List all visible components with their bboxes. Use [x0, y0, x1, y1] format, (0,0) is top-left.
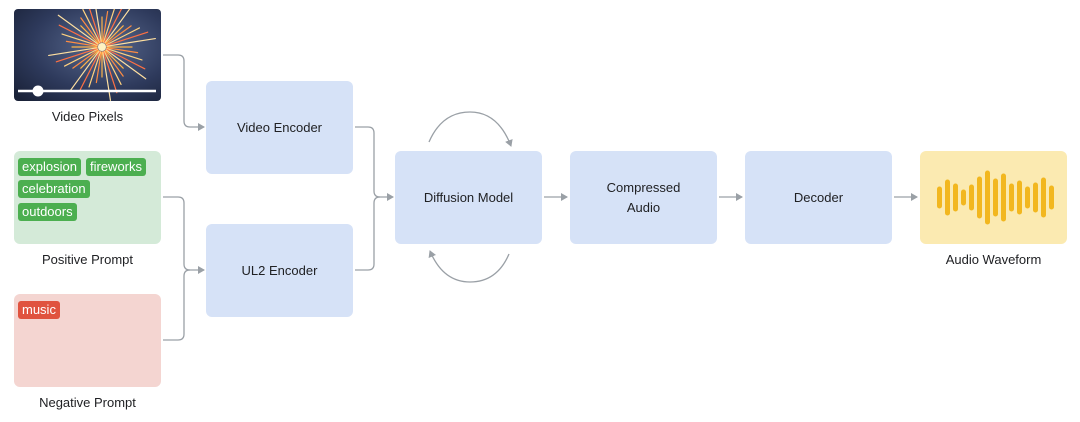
tag-outdoors: outdoors — [18, 203, 77, 221]
ul2-encoder-node: UL2 Encoder — [206, 224, 353, 317]
waveform-bar — [1049, 185, 1054, 210]
firework-ray — [106, 47, 143, 61]
firework-ray — [103, 9, 123, 44]
video-encoder-node: Video Encoder — [206, 81, 353, 174]
waveform-bar — [969, 184, 974, 211]
arrow-video-to-video-encoder — [163, 54, 205, 131]
firework-ray — [58, 24, 99, 46]
waveform-bar — [961, 189, 966, 206]
firework-ray — [48, 47, 98, 57]
firework-ray — [61, 33, 98, 47]
arrow-ul2-to-diffusion — [355, 196, 381, 271]
ul2-encoder-label: UL2 Encoder — [241, 262, 318, 278]
diffusion-model-node: Diffusion Model — [395, 151, 542, 244]
tag-fireworks: fireworks — [86, 158, 147, 176]
slider-icon — [32, 85, 44, 97]
video-thumbnail — [14, 9, 161, 101]
firework-ray — [102, 51, 118, 94]
tag-celebration: celebration — [18, 180, 90, 198]
arrow-video-encoder-to-diffusion — [355, 126, 394, 201]
fireworks-image — [14, 9, 161, 101]
video-encoder-label: Video Encoder — [236, 119, 323, 135]
waveform-bar — [1041, 177, 1046, 218]
firework-ray — [80, 49, 100, 69]
waveform-bar — [1009, 183, 1014, 212]
firework-ray — [102, 10, 109, 43]
waveform-bar — [1017, 180, 1022, 215]
waveform-bar — [1025, 186, 1030, 209]
compressed-audio-node: Compressed Audio — [570, 151, 717, 244]
firework-ray — [82, 9, 101, 44]
video-pixels-label: Video Pixels — [51, 109, 124, 124]
arrow-negative-to-ul2 — [163, 269, 191, 341]
waveform-bar — [1001, 173, 1006, 222]
firework-ray — [104, 50, 124, 77]
firework-ray — [65, 40, 98, 47]
arrow-positive-to-ul2 — [163, 196, 205, 274]
diffusion-model-label: Diffusion Model — [423, 189, 514, 205]
firework-ray — [95, 9, 102, 43]
negative-prompt-box: music — [14, 294, 161, 387]
waveform-bar — [945, 179, 950, 216]
firework-ray — [63, 48, 99, 67]
firework-ray — [106, 47, 139, 54]
audio-waveform-label: Audio Waveform — [945, 252, 1042, 267]
firework-ray — [103, 50, 122, 86]
firework-ray — [105, 48, 146, 70]
negative-prompt-label: Negative Prompt — [39, 395, 136, 410]
firework-ray — [72, 49, 99, 69]
firework-ray — [57, 14, 99, 45]
firework-ray — [102, 9, 115, 43]
waveform-bar — [937, 186, 942, 209]
positive-prompt-label: Positive Prompt — [41, 252, 134, 267]
firework-ray — [105, 27, 141, 46]
firework-ray — [104, 49, 124, 69]
firework-ray — [80, 17, 100, 44]
waveform-bar — [993, 178, 998, 217]
firework-ray — [105, 25, 132, 45]
decoder-node: Decoder — [745, 151, 892, 244]
firework-ray — [104, 9, 131, 44]
firework-ray — [95, 51, 102, 84]
waveform-bar — [1033, 182, 1038, 213]
firework-ray — [106, 37, 156, 47]
loop-arrow-bottom-icon — [428, 250, 510, 283]
firework-ray — [69, 50, 100, 92]
compressed-audio-label-line1: Compressed — [606, 179, 681, 195]
tag-music: music — [18, 301, 60, 319]
tag-explosion: explosion — [18, 158, 81, 176]
firework-ray — [105, 49, 147, 80]
compressed-audio-label-line2: Audio — [626, 199, 661, 215]
firework-ray — [55, 47, 98, 63]
firework-ray — [104, 25, 124, 45]
firework-ray — [102, 51, 112, 101]
positive-prompt-box: explosion fireworks celebration outdoors — [14, 151, 161, 244]
firework-ray — [88, 51, 102, 88]
audio-waveform-box — [920, 151, 1067, 244]
waveform-bar — [985, 170, 990, 225]
waveform-icon — [937, 170, 1054, 225]
firework-ray — [106, 31, 149, 47]
waveform-bar — [977, 176, 982, 219]
firework-ray — [79, 50, 101, 91]
waveform-bar — [953, 183, 958, 212]
decoder-label: Decoder — [793, 189, 844, 205]
loop-arrow-top-icon — [428, 111, 513, 147]
firework-ray — [80, 25, 100, 45]
firework-ray — [89, 9, 102, 43]
